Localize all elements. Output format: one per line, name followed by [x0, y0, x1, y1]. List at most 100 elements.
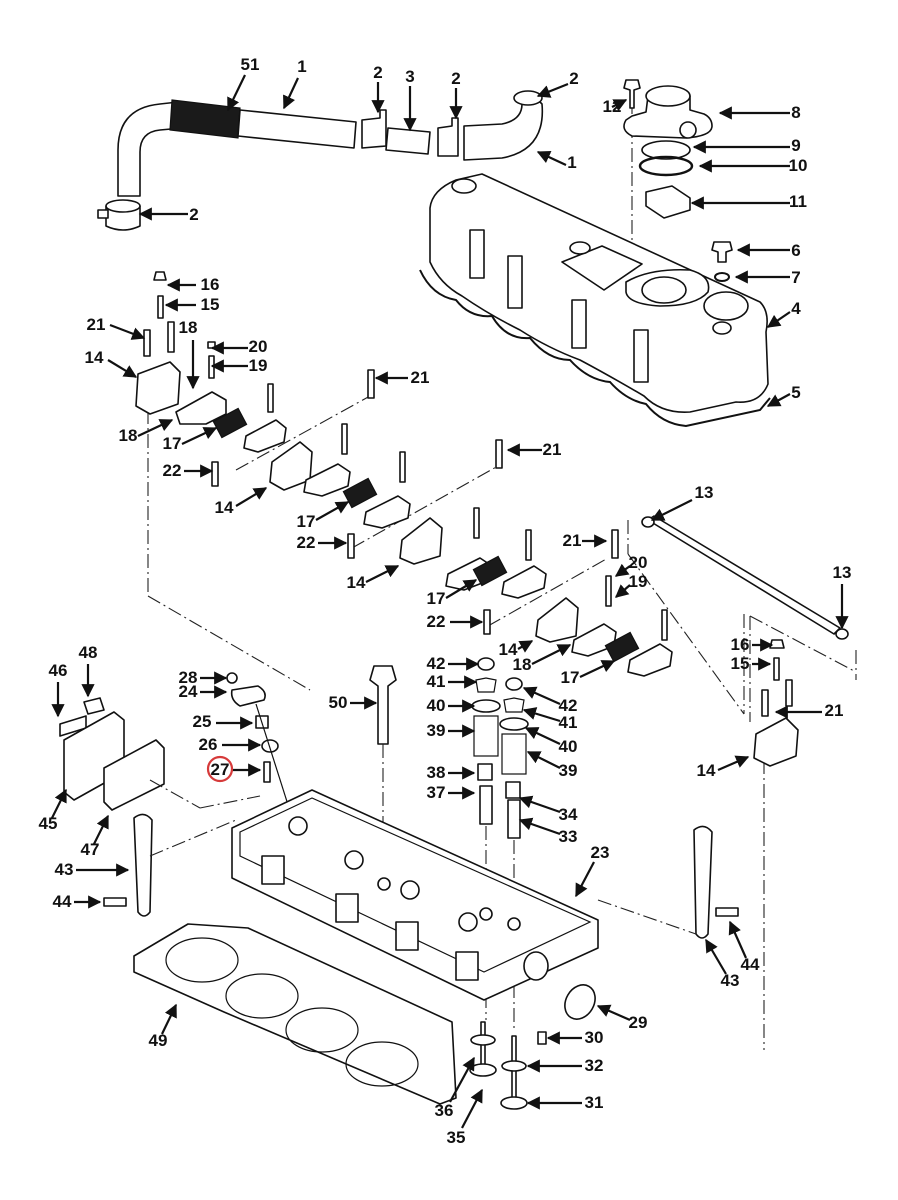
- callout-21: 21: [374, 368, 429, 387]
- cylinder-bore: [165, 937, 239, 983]
- callout-label: 21: [543, 440, 562, 459]
- callout-label: 39: [559, 761, 578, 780]
- port-opening: [261, 855, 285, 885]
- hose-bend: [463, 93, 544, 161]
- callout-41: 41: [522, 707, 577, 732]
- o-ring-10: [638, 155, 694, 177]
- callout-arrow: [283, 77, 299, 110]
- valve-cover-oil-fill: [703, 291, 749, 321]
- valve-seat-36: [470, 1034, 496, 1046]
- callout-49: 49: [149, 1003, 177, 1050]
- rocker-spring-17: [604, 631, 640, 663]
- callout-arrow: [614, 563, 631, 577]
- callout-label: 41: [427, 672, 446, 691]
- nut-28: [226, 672, 238, 684]
- callout-18: 18: [119, 419, 174, 445]
- valve-cover-rib: [469, 229, 485, 279]
- stud: [399, 451, 406, 483]
- bolt-22: [483, 609, 491, 635]
- callout-30: 30: [546, 1028, 603, 1047]
- callout-22: 22: [297, 533, 348, 552]
- bolt-44: [103, 897, 127, 907]
- callout-21: 21: [506, 440, 562, 459]
- axis-line: [627, 553, 745, 715]
- rocker-support-14: [753, 717, 799, 767]
- callout-label: 29: [629, 1013, 648, 1032]
- callout-label: 24: [179, 682, 198, 701]
- callout-arrow: [579, 660, 616, 678]
- callout-7: 7: [734, 268, 801, 287]
- injector-port: [344, 850, 364, 870]
- plug-48: [83, 697, 105, 715]
- valve-seat-32: [501, 1060, 527, 1072]
- stud: [267, 383, 274, 413]
- hose-connector: [385, 127, 431, 155]
- callout-label: 45: [39, 814, 58, 833]
- injector-port: [458, 912, 478, 932]
- axis-line: [149, 819, 237, 857]
- callout-label: 39: [427, 721, 446, 740]
- callout-45: 45: [39, 788, 67, 833]
- axis-line: [147, 595, 311, 691]
- callout-label: 28: [179, 668, 198, 687]
- hose-clamp-bottom-tab: [97, 209, 109, 219]
- callout-42: 42: [522, 686, 578, 715]
- bolt-21: [495, 439, 503, 469]
- exhaust-valve-31: [500, 1096, 528, 1110]
- callout-label: 2: [373, 63, 382, 82]
- bolt-21: [761, 689, 769, 717]
- callout-label: 34: [559, 805, 578, 824]
- stud: [341, 423, 348, 455]
- callout-label: 20: [629, 553, 648, 572]
- breather-filter: [641, 140, 691, 160]
- callout-label: 2: [189, 205, 198, 224]
- cylinder-head-deck: [239, 797, 592, 973]
- callout-arrow: [766, 311, 791, 328]
- valve-guide-37: [479, 785, 493, 825]
- callout-43: 43: [55, 860, 130, 879]
- callout-label: 42: [559, 696, 578, 715]
- callout-arrow: [522, 707, 561, 723]
- bolt-21: [367, 369, 375, 399]
- callout-label: 17: [561, 668, 580, 687]
- callout-17: 17: [163, 427, 218, 453]
- callout-label: 48: [79, 643, 98, 662]
- callout-38: 38: [427, 763, 476, 782]
- stud-15: [773, 657, 780, 681]
- callout-19: 19: [614, 572, 647, 598]
- cylinder-head-23: [231, 789, 599, 1001]
- bolt-12: [623, 79, 641, 109]
- callout-20: 20: [614, 553, 648, 577]
- callout-arrow: [137, 419, 174, 437]
- callout-29: 29: [596, 1004, 648, 1032]
- callout-label: 40: [559, 737, 578, 756]
- nut-16: [769, 639, 785, 649]
- callout-label: 37: [427, 783, 446, 802]
- valve-spring-39: [473, 715, 499, 757]
- callout-label: 33: [559, 827, 578, 846]
- callout-35: 35: [447, 1088, 483, 1147]
- axis-line: [351, 465, 499, 549]
- callout-41: 41: [427, 672, 478, 691]
- valve-spring-39: [501, 733, 527, 775]
- bolt-hole: [479, 907, 493, 921]
- callout-label: 32: [585, 1056, 604, 1075]
- callout-label: 15: [201, 295, 220, 314]
- callout-31: 31: [526, 1093, 603, 1112]
- axis-line: [487, 557, 609, 627]
- callout-label: 19: [249, 356, 268, 375]
- callout-label: 25: [193, 712, 212, 731]
- callout-label: 36: [435, 1101, 454, 1120]
- callout-2: 2: [138, 205, 199, 224]
- callout-46: 46: [49, 661, 67, 718]
- head-gasket: [133, 923, 457, 1105]
- clamp-24: [230, 685, 266, 707]
- washer-26: [261, 739, 279, 753]
- callout-label: 10: [789, 156, 808, 175]
- callout-2: 2: [371, 63, 385, 114]
- callout-label: 18: [119, 426, 138, 445]
- callout-label: 14: [215, 498, 234, 517]
- callout-14: 14: [697, 755, 750, 780]
- callout-14: 14: [215, 487, 268, 517]
- spring-retainer-40: [471, 699, 501, 713]
